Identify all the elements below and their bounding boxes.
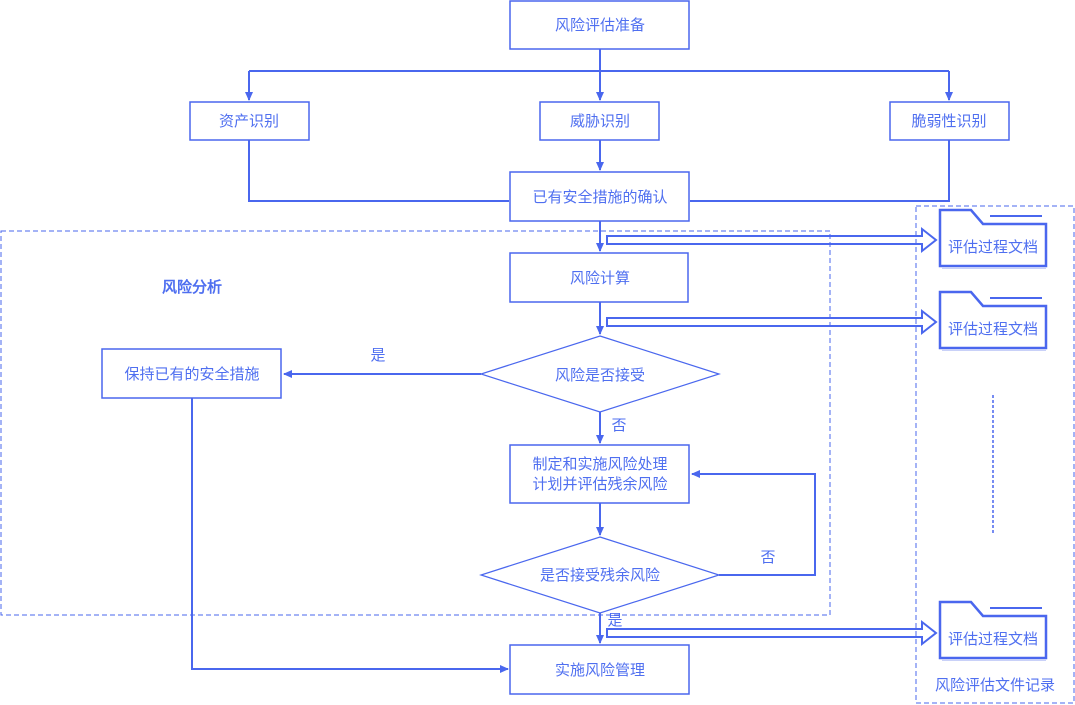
node-asset-label: 资产识别 <box>219 112 279 130</box>
doc-arrow-2 <box>606 308 938 336</box>
decision-risk-accept-label: 风险是否接受 <box>555 366 645 384</box>
edge-label-no-loop: 否 <box>760 548 775 566</box>
edge-label-no-plan: 否 <box>611 416 626 434</box>
connector-vulnerability-to-confirm <box>690 140 950 202</box>
node-keep-measures-label: 保持已有的安全措施 <box>124 365 259 383</box>
document-2: 评估过程文档 <box>938 290 1048 351</box>
node-treatment-plan-label-line2: 计划并评估残余风险 <box>532 475 667 493</box>
node-vulnerability-label: 脆弱性识别 <box>911 112 986 130</box>
node-treatment-plan <box>509 444 690 504</box>
risk-analysis-group <box>0 230 831 616</box>
node-implement <box>509 644 690 695</box>
document-3: 评估过程文档 <box>938 600 1048 661</box>
decision-residual-accept <box>479 536 721 614</box>
document-2-label: 评估过程文档 <box>948 320 1038 338</box>
folder-document-icon <box>938 290 1048 351</box>
document-1-label: 评估过程文档 <box>948 238 1038 256</box>
document-1: 评估过程文档 <box>938 208 1048 269</box>
decision-residual-accept-label: 是否接受残余风险 <box>540 566 660 584</box>
node-keep-measures <box>101 348 282 399</box>
node-confirm-measures-label: 已有安全措施的确认 <box>532 188 667 206</box>
document-3-label: 评估过程文档 <box>948 630 1038 648</box>
node-threat <box>539 101 660 141</box>
doc-records-title: 风险评估文件记录 <box>935 676 1055 694</box>
node-vulnerability <box>889 101 1010 141</box>
doc-arrow-3 <box>606 619 938 647</box>
node-confirm-measures <box>509 171 690 222</box>
node-asset <box>189 101 310 141</box>
node-treatment-plan-label-line1: 制定和实施风险处理 <box>532 455 667 473</box>
node-risk-calc <box>509 252 689 303</box>
node-prepare <box>509 0 690 50</box>
node-threat-label: 威胁识别 <box>570 112 630 130</box>
edge-label-yes-keep: 是 <box>370 346 385 364</box>
folder-document-icon <box>938 600 1048 661</box>
decision-risk-accept <box>479 335 721 413</box>
connector-asset-to-confirm <box>248 140 509 202</box>
risk-analysis-title: 风险分析 <box>162 278 222 296</box>
connector-keep-to-implement <box>191 398 509 673</box>
node-prepare-label: 风险评估准备 <box>555 16 645 34</box>
doc-arrow-1 <box>606 226 938 254</box>
node-risk-calc-label: 风险计算 <box>570 269 630 287</box>
node-implement-label: 实施风险管理 <box>555 661 645 679</box>
edge-label-yes-implement: 是 <box>607 611 622 629</box>
folder-document-icon <box>938 208 1048 269</box>
connector-residual-no-loop <box>691 470 816 576</box>
